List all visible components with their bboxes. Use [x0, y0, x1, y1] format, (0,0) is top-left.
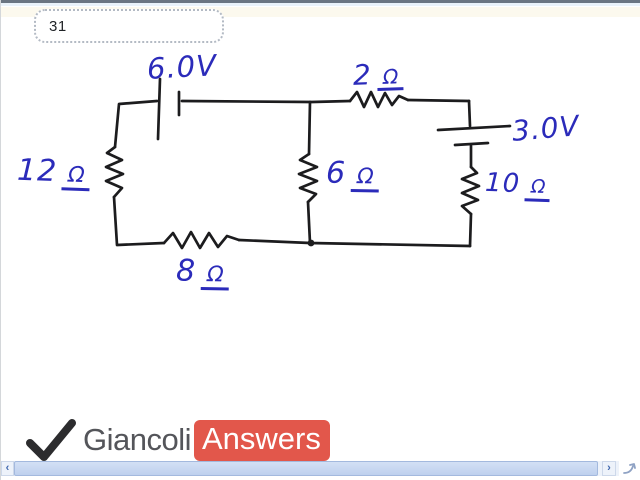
battery-6v-label-text: 6.0V — [146, 48, 218, 86]
wire-top-right — [406, 98, 471, 103]
problem-number-text: 31 — [49, 17, 67, 35]
giancoli-answers-logo: Giancoli Answers — [25, 416, 330, 464]
resistor-10-symbol — [460, 165, 481, 216]
resistor-2-value: 2 — [352, 58, 373, 92]
scroll-right-button[interactable]: › — [602, 461, 616, 476]
problem-number-field[interactable]: 31 — [34, 9, 224, 43]
top-border-bar — [1, 0, 640, 3]
horizontal-scrollbar[interactable]: ‹ › — [1, 461, 640, 476]
wire-middle-lower — [306, 200, 312, 245]
battery-6v-symbol — [156, 77, 181, 141]
junction-dot — [307, 239, 315, 247]
resize-grip[interactable] — [619, 461, 640, 476]
resistor-12-unit: Ω — [61, 163, 91, 191]
resistor-12-symbol — [104, 145, 125, 199]
resistor-6-unit: Ω — [350, 164, 379, 193]
resistor-8-value: 8 — [175, 253, 197, 289]
battery-3v-label: 3.0V — [510, 109, 581, 148]
top-accent-line — [1, 3, 640, 6]
wire-top-left — [113, 99, 159, 149]
wire-right-upper — [467, 99, 472, 128]
brand-text-giancoli: Giancoli — [83, 422, 192, 457]
scroll-right-arrow-icon: › — [607, 462, 611, 474]
resistor-6-value: 6 — [325, 155, 347, 191]
wire-middle-upper — [307, 100, 312, 156]
resistor-10-unit: Ω — [524, 176, 551, 202]
battery-6v-label: 6.0V — [146, 48, 218, 86]
wire-bottom-right — [237, 238, 472, 248]
scrollbar-thumb[interactable] — [14, 461, 598, 476]
wire-bottom-left — [112, 195, 166, 247]
wire-right-lower — [468, 212, 473, 248]
battery-3v-label-text: 3.0V — [510, 109, 581, 148]
top-cream-band — [1, 7, 640, 17]
resize-grip-icon — [623, 463, 636, 474]
resistor-6-symbol — [297, 152, 319, 204]
wire-top-middle — [180, 99, 352, 104]
scroll-left-button[interactable]: ‹ — [1, 461, 14, 476]
checkmark-icon — [26, 419, 76, 461]
resistor-2-symbol — [348, 90, 410, 109]
resistor-10-value: 10 — [484, 167, 521, 200]
brand-badge-answers: Answers — [194, 419, 330, 461]
scroll-left-arrow-icon: ‹ — [5, 462, 10, 474]
resistor-8-unit: Ω — [200, 262, 229, 291]
bottom-margin — [1, 476, 640, 480]
resistor-2-unit: Ω — [376, 64, 404, 92]
resistor-12-value: 12 — [16, 152, 58, 190]
battery-3v-symbol — [436, 124, 512, 147]
resistor-8-symbol — [162, 230, 241, 250]
